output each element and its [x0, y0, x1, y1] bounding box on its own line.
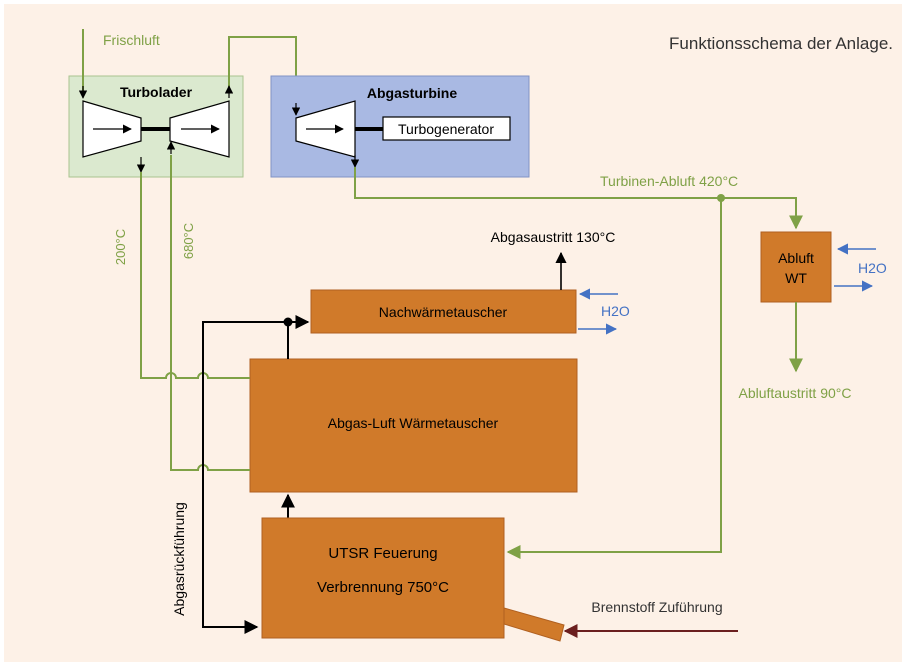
utsr-feuerung-label-line1: UTSR Feuerung: [328, 545, 437, 562]
line-200c: [140, 172, 250, 379]
turbogenerator-label: Turbogenerator: [398, 121, 494, 137]
abgas-luft-waermetauscher-label: Abgas-Luft Wärmetauscher: [328, 415, 499, 431]
abluft-wt-label-line2: WT: [785, 270, 807, 286]
diagram-title: Funktionsschema der Anlage.: [669, 34, 893, 53]
nachwaermetauscher-box: [310, 289, 577, 334]
turbolader-exhaust-line: [228, 36, 297, 104]
abgasaustritt-label: Abgasaustritt 130°C: [491, 229, 616, 245]
turbinen-abluft-line: [354, 167, 803, 230]
abluft-wt-label-line1: Abluft: [778, 250, 814, 266]
abgasrueckfuehrung-label: Abgasrückführung: [171, 502, 187, 616]
abgasturbine-label: Abgasturbine: [367, 85, 457, 101]
nachwaermetauscher-h2o-label: H2O: [601, 303, 630, 319]
turbolader-label: Turbolader: [120, 84, 193, 100]
nachwaermetauscher-label: Nachwärmetauscher: [379, 304, 508, 320]
utsr-feuerung-label-line2: Verbrennung 750°C: [317, 579, 449, 596]
temp-680-label: 680°C: [181, 223, 196, 259]
abluftaustritt-label: Abluftaustritt 90°C: [739, 385, 852, 401]
temp-200-label: 200°C: [113, 229, 128, 265]
abluft-wt-h2o-label: H2O: [858, 260, 887, 276]
abluft-to-feuerung-line: [506, 198, 722, 559]
abgas-luft-waermetauscher-box: [249, 358, 578, 493]
brennstoff-feed-chute: [503, 607, 565, 642]
frischluft-label: Frischluft: [103, 32, 160, 48]
turbogenerator-box: [382, 116, 511, 141]
abluft-wt-box: [760, 231, 832, 303]
brennstoff-label: Brennstoff Zuführung: [591, 599, 722, 615]
abgasrueckfuehrung-line: [202, 321, 288, 634]
utsr-feuerung-box: [261, 517, 505, 639]
turbinen-abluft-label: Turbinen-Abluft 420°C: [600, 173, 738, 189]
